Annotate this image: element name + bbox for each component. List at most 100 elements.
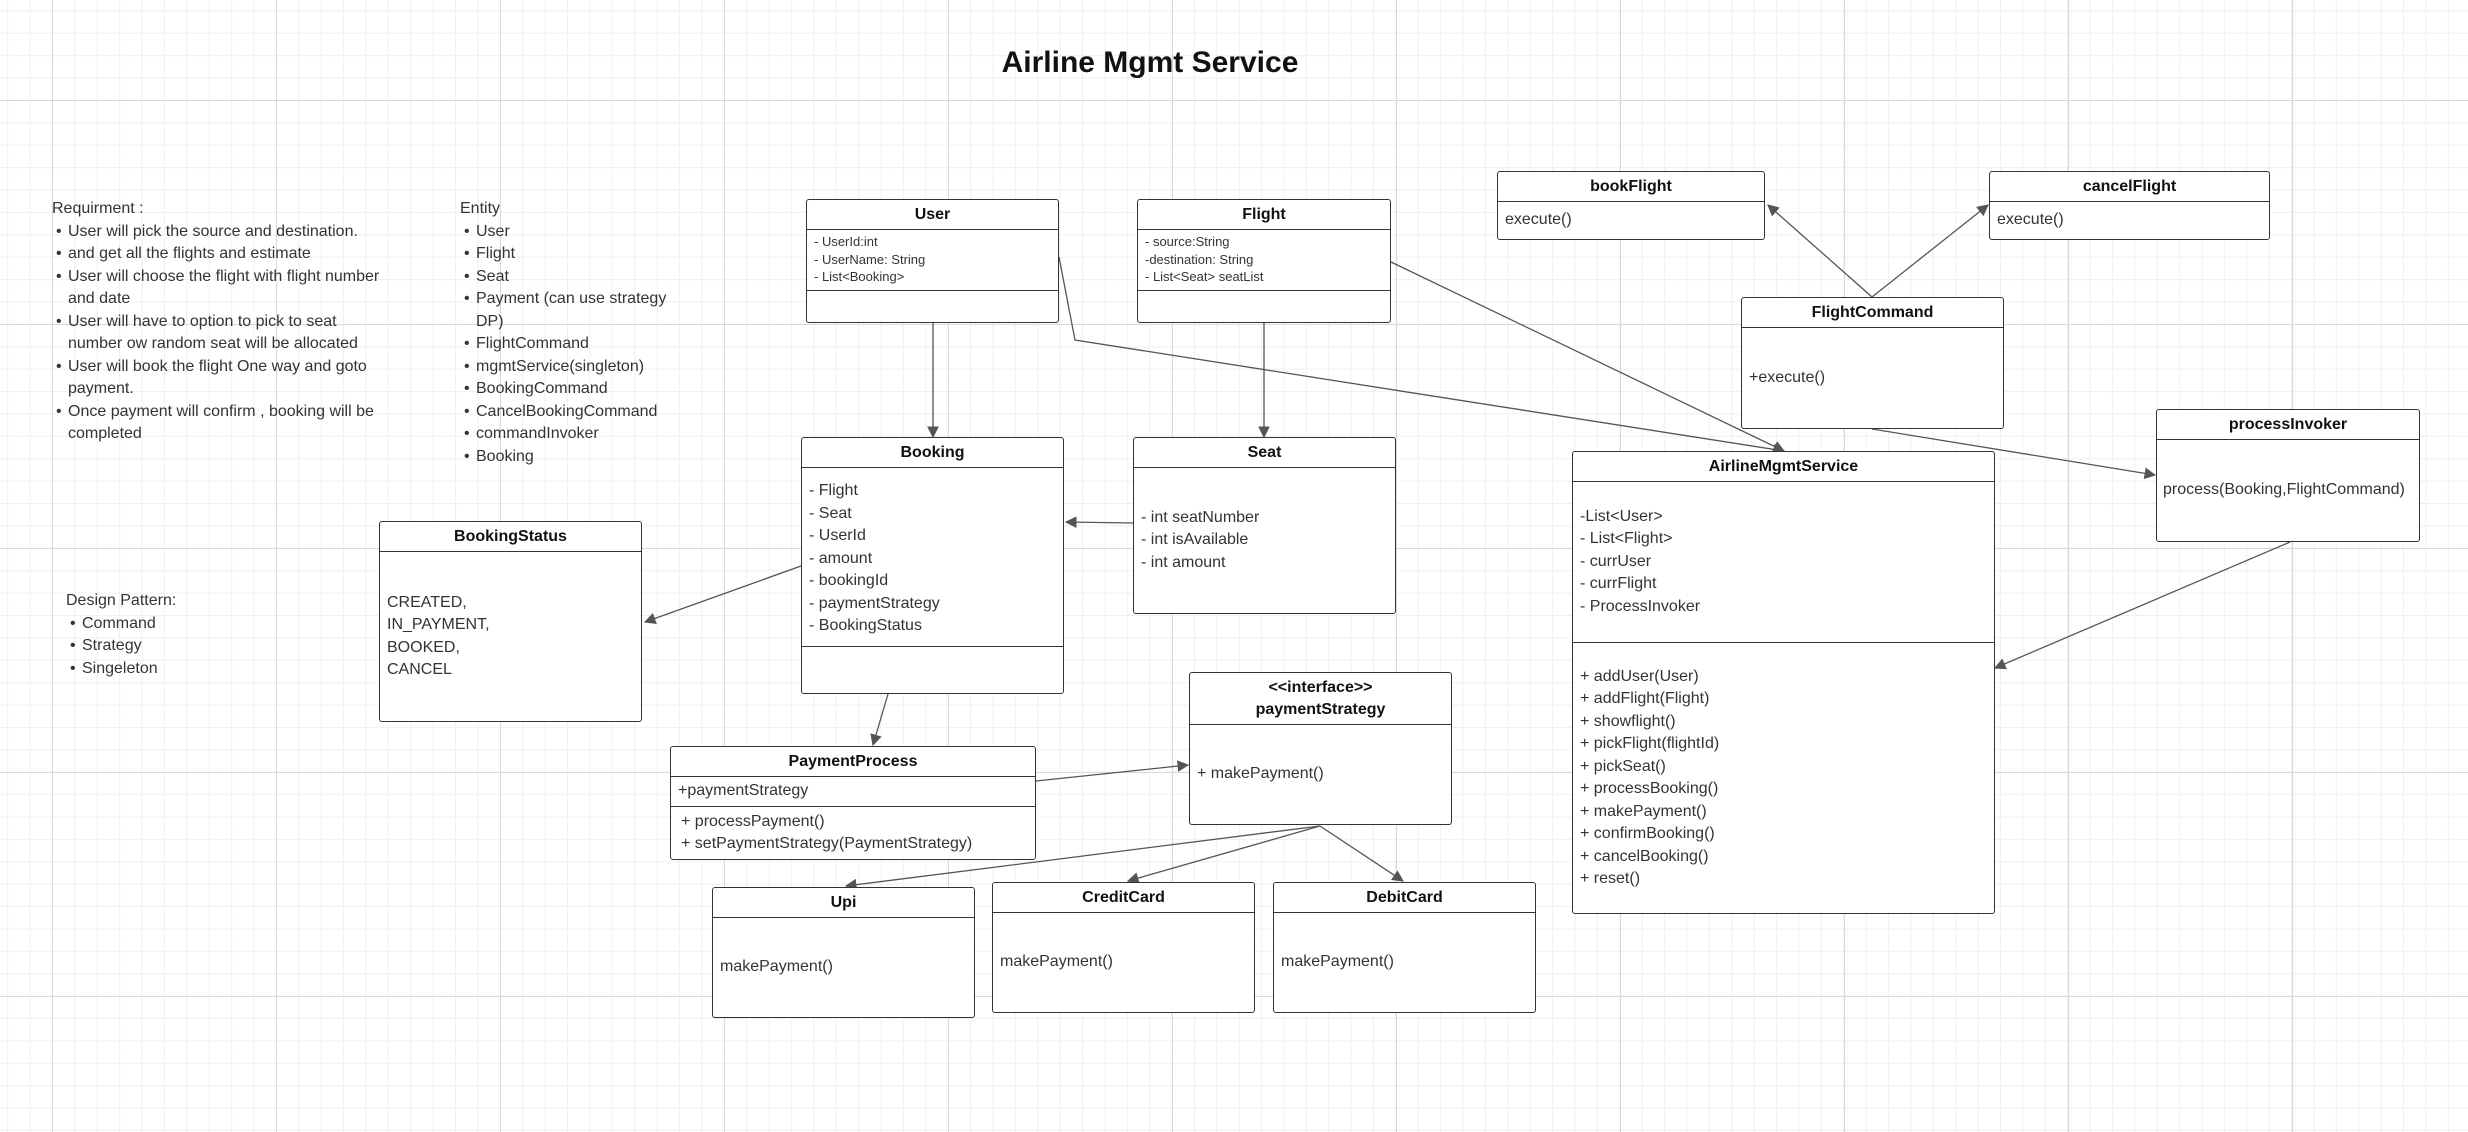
attribute: - Seat xyxy=(809,504,852,522)
design-pattern-item: Singeleton xyxy=(66,658,266,681)
method: + addUser(User) xyxy=(1580,667,1699,685)
method: + pickFlight(flightId) xyxy=(1580,735,1720,752)
requirement-item: and get all the flights and estimate xyxy=(52,243,382,266)
class-upi[interactable]: Upi makePayment() xyxy=(712,887,975,1018)
entity-item: commandInvoker xyxy=(460,423,690,446)
attribute: - Flight xyxy=(809,482,858,499)
entity-note: Entity UserFlightSeatPayment (can use st… xyxy=(460,198,690,468)
attribute: - UserName: String xyxy=(814,251,926,267)
entity-item: FlightCommand xyxy=(460,333,690,356)
method: process(Booking,FlightCommand) xyxy=(2163,481,2405,499)
requirement-item: User will pick the source and destinatio… xyxy=(52,221,382,244)
attribute: - List<Booking> xyxy=(814,269,905,284)
class-airline-mgmt-service[interactable]: AirlineMgmtService -List<User>- List<Fli… xyxy=(1572,451,1995,914)
attribute: - UserId xyxy=(809,527,866,544)
class-methods: makePayment() xyxy=(993,913,1254,1012)
connector-seat-to-booking xyxy=(1064,516,1134,529)
entity-item: Booking xyxy=(460,446,690,469)
design-pattern-item: Command xyxy=(66,613,266,636)
design-pattern-note: Design Pattern: CommandStrategySingeleto… xyxy=(66,590,266,680)
class-attributes: - UserId:int - UserName: String - List<Boo… xyxy=(807,230,1058,291)
enum-value: IN_PAYMENT, xyxy=(387,616,490,633)
attribute: +paymentStrategy xyxy=(678,782,809,800)
class-methods: execute() xyxy=(1990,202,2269,239)
class-debit-card[interactable]: DebitCard makePayment() xyxy=(1273,882,1536,1013)
entity-item: Seat xyxy=(460,266,690,289)
connector-payment-process-to-payment-strategy xyxy=(1035,760,1190,782)
method: + addFlight(Flight) xyxy=(1580,690,1710,707)
class-name: Flight xyxy=(1138,200,1390,230)
entity-item: User xyxy=(460,221,690,244)
class-name: AirlineMgmtService xyxy=(1573,452,1994,482)
class-methods: + processPayment()+ setPaymentStrategy(P… xyxy=(671,807,1035,859)
entity-item: Flight xyxy=(460,243,690,266)
class-book-flight[interactable]: bookFlight execute() xyxy=(1497,171,1765,240)
class-name: PaymentProcess xyxy=(671,747,1035,777)
attribute: - ProcessInvoker xyxy=(1580,597,1701,615)
class-methods xyxy=(802,647,1063,693)
class-name: BookingStatus xyxy=(380,522,641,552)
connector-booking-to-booking-status xyxy=(643,565,802,624)
class-name: DebitCard xyxy=(1274,883,1535,913)
class-booking-status[interactable]: BookingStatus CREATED,IN_PAYMENT,BOOKED,… xyxy=(379,521,642,722)
class-attributes: +paymentStrategy xyxy=(671,777,1035,807)
class-methods: +execute() xyxy=(1742,328,2003,428)
connector-payment-strategy-to-debit-card xyxy=(1319,825,1404,882)
class-methods: execute() xyxy=(1498,202,1764,239)
attribute: - int isAvailable xyxy=(1141,531,1249,549)
class-flight-command[interactable]: FlightCommand +execute() xyxy=(1741,297,2004,429)
class-booking[interactable]: Booking - Flight- Seat- UserId- amount- … xyxy=(801,437,1064,694)
class-attributes: - source:String-destination: String- Lis… xyxy=(1138,230,1390,291)
method: execute() xyxy=(1997,211,2064,229)
class-user[interactable]: User - UserId:int- UserName: String- Lis… xyxy=(806,199,1059,323)
method: execute() xyxy=(1505,211,1572,229)
entity-item: Payment (can use strategy DP) xyxy=(460,288,690,333)
attribute: - bookingId xyxy=(809,572,889,589)
class-flight[interactable]: Flight - source:String-destination: Stri… xyxy=(1137,199,1391,323)
class-name: processInvoker xyxy=(2157,410,2419,440)
connector-booking-to-payment-process xyxy=(870,693,889,747)
entity-item: mgmtService(singleton) xyxy=(460,356,690,379)
class-methods: + addUser(User) + addFlight(Flight) + show… xyxy=(1573,643,1994,913)
enum-value: CANCEL xyxy=(387,661,452,678)
class-methods: process(Booking,FlightCommand) xyxy=(2157,440,2419,541)
class-attributes: - Flight- Seat- UserId- amount- bookingI… xyxy=(802,468,1063,647)
connector-flight-to-airline-mgmt-service xyxy=(1390,261,1786,452)
class-name: cancelFlight xyxy=(1990,172,2269,202)
attribute: - int seatNumber xyxy=(1141,508,1260,526)
class-cancel-flight[interactable]: cancelFlight execute() xyxy=(1989,171,2270,240)
class-methods: + makePayment() xyxy=(1190,725,1451,824)
attribute: - List<Seat> seatList xyxy=(1145,269,1264,284)
class-name: paymentStrategy xyxy=(1255,700,1386,718)
class-name: CreditCard xyxy=(993,883,1254,913)
entity-item: CancelBookingCommand xyxy=(460,401,690,424)
enum-value: BOOKED, xyxy=(387,638,460,656)
method: + pickSeat() xyxy=(1580,757,1666,775)
class-name: FlightCommand xyxy=(1742,298,2003,328)
class-methods: makePayment() xyxy=(1274,913,1535,1012)
method: + processBooking() xyxy=(1580,780,1719,797)
method: + setPaymentStrategy(PaymentStrategy) xyxy=(681,835,973,852)
attribute: -List<User> xyxy=(1580,507,1663,525)
method: + cancelBooking() xyxy=(1580,847,1709,865)
class-payment-process[interactable]: PaymentProcess +paymentStrategy + proces… xyxy=(670,746,1036,860)
class-methods xyxy=(807,291,1058,322)
class-name: Upi xyxy=(713,888,974,918)
method: makePayment() xyxy=(1281,953,1394,971)
class-name: Booking xyxy=(802,438,1063,468)
connector-payment-strategy-to-credit-card xyxy=(1126,825,1321,884)
design-pattern-item: Strategy xyxy=(66,635,266,658)
class-attributes: -List<User>- List<Flight>- currUser- cur… xyxy=(1573,482,1994,643)
class-seat[interactable]: Seat - int seatNumber- int isAvailable- … xyxy=(1133,437,1396,614)
class-credit-card[interactable]: CreditCard makePayment() xyxy=(992,882,1255,1013)
attribute: - UserId:int xyxy=(814,234,878,249)
interface-payment-strategy[interactable]: <<interface>> paymentStrategy + makePaym… xyxy=(1189,672,1452,825)
method: + makePayment() xyxy=(1197,765,1324,783)
method: + makePayment() xyxy=(1580,802,1707,820)
class-process-invoker[interactable]: processInvoker process(Booking,FlightCom… xyxy=(2156,409,2420,542)
connector-flight-command-to-cancel-flight xyxy=(1871,204,1989,298)
attribute: - int amount xyxy=(1141,553,1226,571)
method: + showflight() xyxy=(1580,712,1676,730)
class-methods xyxy=(1138,291,1390,322)
